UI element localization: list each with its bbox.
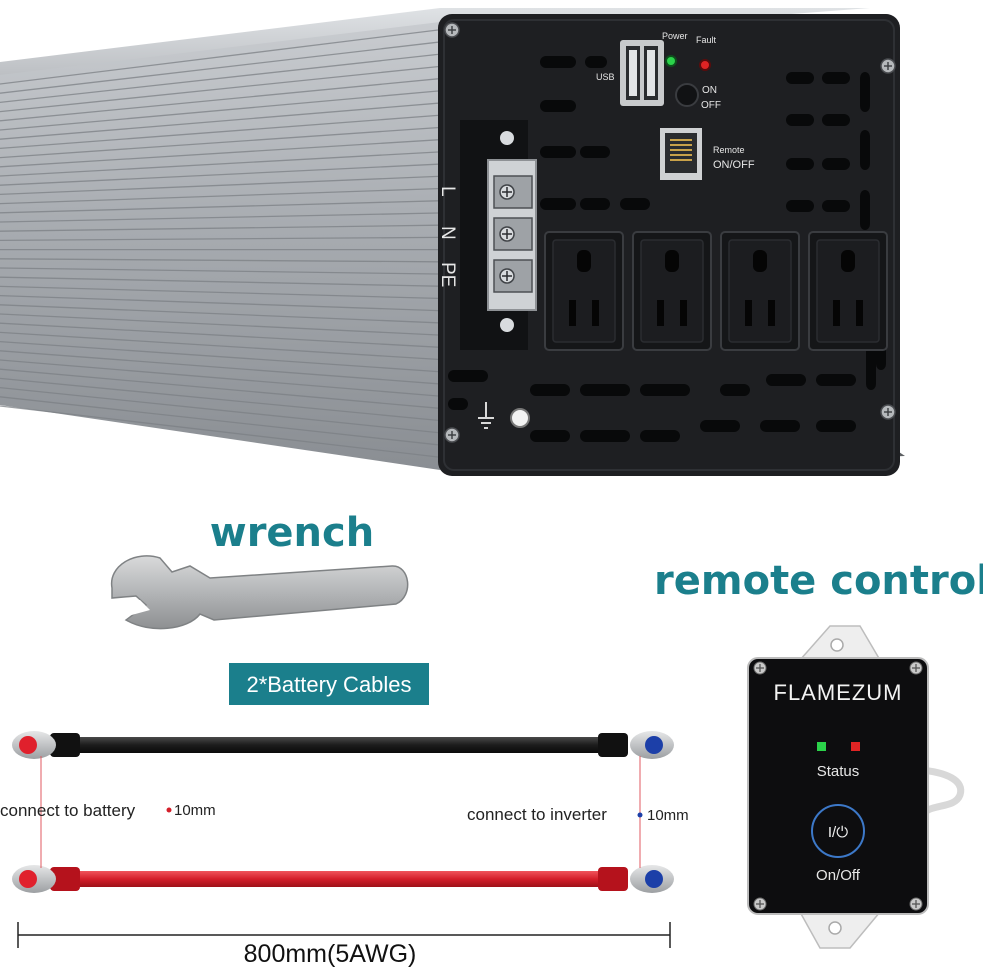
connect-to-battery-text: connect to battery	[0, 801, 136, 820]
ac-outlet	[720, 231, 800, 351]
inverter-heatsink	[0, 22, 440, 470]
battery-terminal-red-top	[19, 736, 37, 754]
remote-control-title: remote control	[654, 558, 983, 604]
ground-terminal	[478, 402, 530, 429]
inverter-size-dot	[637, 812, 643, 818]
heatsink-fins	[0, 29, 439, 458]
connect-to-inverter-text: connect to inverter	[467, 805, 607, 824]
ac-outlet	[544, 231, 624, 351]
power-label: Power	[662, 31, 688, 41]
remote-status-led-green	[817, 742, 826, 751]
remote-onoff-label: On/Off	[816, 867, 861, 884]
usb-label: USB	[596, 72, 615, 82]
battery-cables-badge: 2*Battery Cables	[229, 663, 429, 705]
remote-control-image	[747, 625, 965, 949]
inverter: USB Power Fault ON OFF Remote ON/OFF	[0, 8, 905, 476]
remote-power-button[interactable]: I/⏻	[811, 804, 865, 858]
fault-label: Fault	[696, 35, 717, 45]
inverter-size-text: 10mm	[647, 807, 689, 824]
battery-terminal-red-bottom	[19, 870, 37, 888]
length-text: 800mm(5AWG)	[244, 940, 417, 968]
ac-outlets	[544, 231, 888, 351]
wrench-image	[111, 555, 409, 630]
battery-size-text: 10mm	[174, 802, 216, 819]
power-led	[665, 55, 677, 67]
on-label: ON	[702, 85, 717, 96]
ac-terminal-block	[460, 120, 537, 350]
black-cable	[12, 731, 674, 759]
panel-screws	[444, 22, 896, 443]
ac-outlet	[808, 231, 888, 351]
length-dimension	[17, 922, 671, 948]
remote-brand-logo: FLAMEZUM	[774, 680, 903, 705]
wrench-title: wrench	[210, 510, 374, 556]
terminal-n-label: N	[437, 226, 458, 240]
remote-status-label: Status	[817, 763, 860, 780]
remote-button-glyph: I/⏻	[828, 824, 848, 841]
terminal-l-label: L	[437, 186, 458, 197]
fault-led	[699, 59, 711, 71]
battery-cables-badge-text: 2*Battery Cables	[246, 672, 411, 697]
usb-ports	[620, 40, 664, 106]
red-cable	[12, 865, 674, 893]
inverter-terminal-blue-bottom	[645, 870, 663, 888]
terminal-pe-label: PE	[437, 262, 458, 287]
power-switch[interactable]	[675, 83, 699, 107]
connection-guides	[40, 756, 641, 868]
battery-size-dot	[166, 807, 172, 813]
remote-status-led-red	[851, 742, 860, 751]
remote-label: Remote	[713, 145, 745, 155]
ac-outlet	[632, 231, 712, 351]
remote-onoff-label: ON/OFF	[713, 159, 755, 171]
off-label: OFF	[701, 100, 721, 111]
remote-port[interactable]	[660, 128, 702, 180]
inverter-terminal-blue-top	[645, 736, 663, 754]
